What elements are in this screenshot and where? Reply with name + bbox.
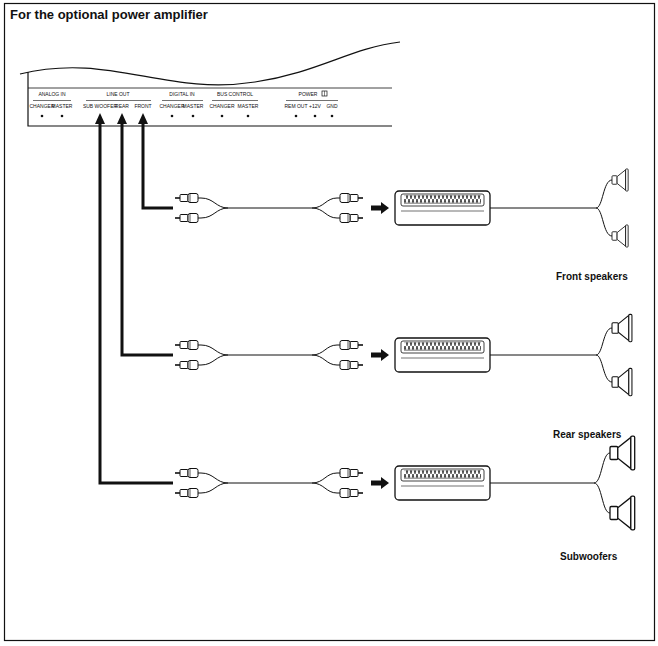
section-label: POWER	[299, 92, 318, 97]
head-unit	[20, 42, 400, 126]
speaker-label: Rear speakers	[553, 430, 621, 440]
section-label: DIGITAL IN	[169, 92, 194, 97]
port-label: CHANGER	[159, 104, 184, 109]
speakers	[610, 169, 635, 530]
line-out-wires	[100, 124, 173, 483]
port-label: REAR	[115, 104, 129, 109]
section-label: BUS CONTROL	[217, 92, 253, 97]
rca-cable-amplifier	[175, 191, 490, 225]
port-label: FRONT	[134, 104, 151, 109]
port-label: CHANGER	[29, 104, 54, 109]
rca-cable-amplifier	[175, 338, 490, 372]
port-label: GND	[326, 104, 337, 109]
speaker-label: Front speakers	[556, 272, 628, 282]
speaker-label: Subwoofers	[560, 552, 617, 562]
diagram-title: For the optional power amplifier	[10, 8, 208, 21]
head-unit-panel: ANALOG INCHANGERMASTERLINE OUTSUB WOOFER…	[28, 88, 392, 126]
port-arrows	[95, 113, 148, 124]
port-label: CHANGER	[209, 104, 234, 109]
section-label: ANALOG IN	[38, 92, 65, 97]
port-label: MASTER	[52, 104, 73, 109]
port-label: MASTER	[238, 104, 259, 109]
port-label: MASTER	[183, 104, 204, 109]
port-label: SUB WOOFER	[83, 104, 117, 109]
port-label: REM OUT	[284, 104, 307, 109]
speaker-wires	[490, 180, 612, 513]
rca-cable-amplifier	[175, 466, 490, 500]
frame	[5, 4, 655, 641]
port-label: +12V	[309, 104, 321, 109]
section-label: LINE OUT	[106, 92, 129, 97]
